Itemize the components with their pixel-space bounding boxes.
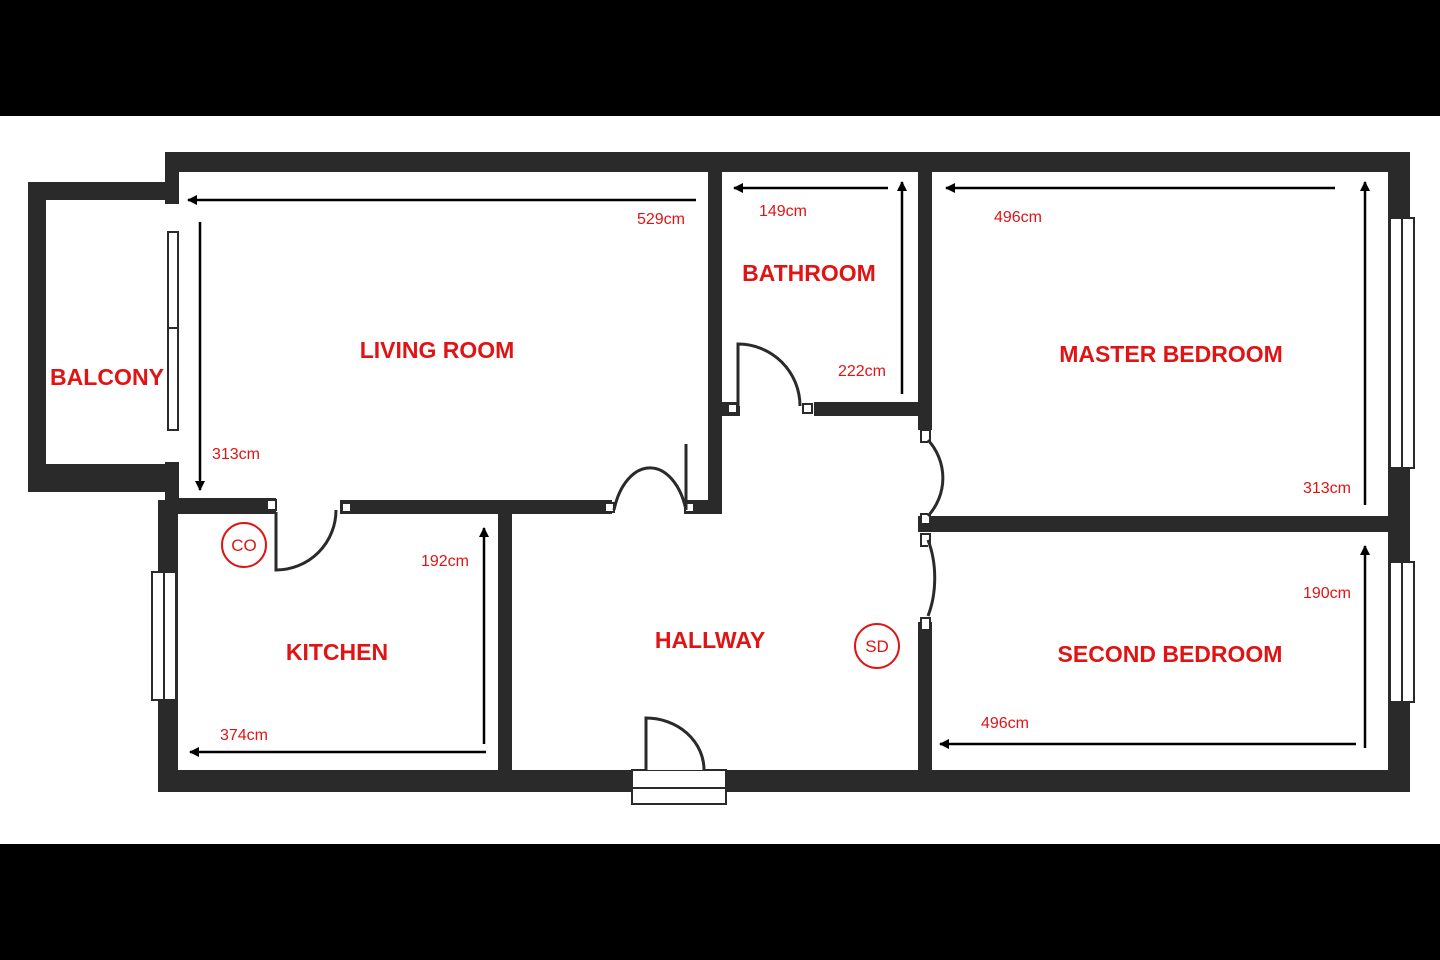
dim-label-second-depth: 190cm [1303,585,1351,602]
dim-label-bathroom-width: 149cm [759,203,807,220]
dim-label-master-width: 496cm [994,209,1042,226]
smoke-detector-label: SD [865,637,889,656]
dimension-arrows [187,181,1370,757]
room-label-bathroom: BATHROOM [742,260,876,286]
window-living-lower [167,327,179,431]
room-label-master-bedroom: MASTER BEDROOM [1059,341,1283,367]
door-swings [274,342,945,771]
door-kitchen-swing [274,509,338,572]
door-bathroom-swing [736,342,802,407]
door-entrance-swing [644,716,706,771]
interior-walls [178,172,1408,772]
dim-label-bathroom-depth: 222cm [838,363,886,380]
room-label-hallway: HALLWAY [655,627,765,653]
dim-label-living-width: 529cm [637,211,685,228]
dim-label-second-width: 496cm [981,715,1029,732]
room-label-living-room: LIVING ROOM [360,337,515,363]
window-mullions [163,218,1403,702]
dim-label-kitchen-width: 374cm [220,727,268,744]
smoke-detector-icon [854,623,900,669]
co-detector-badge: CO [221,522,267,568]
window-living-upper [167,231,179,329]
room-label-second-bedroom: SECOND BEDROOM [1058,641,1283,667]
co-detector-icon [221,522,267,568]
dim-label-living-depth: 313cm [212,446,260,463]
door-living-swing [612,444,688,511]
dim-label-master-depth: 313cm [1303,480,1351,497]
dim-label-kitchen-depth: 192cm [421,553,469,570]
door-second-swing [926,539,937,617]
room-label-kitchen: KITCHEN [286,639,388,665]
smoke-detector-badge: SD [854,623,900,669]
door-master-swing [926,438,945,518]
room-label-balcony: BALCONY [50,364,164,390]
co-detector-label: CO [231,536,257,555]
